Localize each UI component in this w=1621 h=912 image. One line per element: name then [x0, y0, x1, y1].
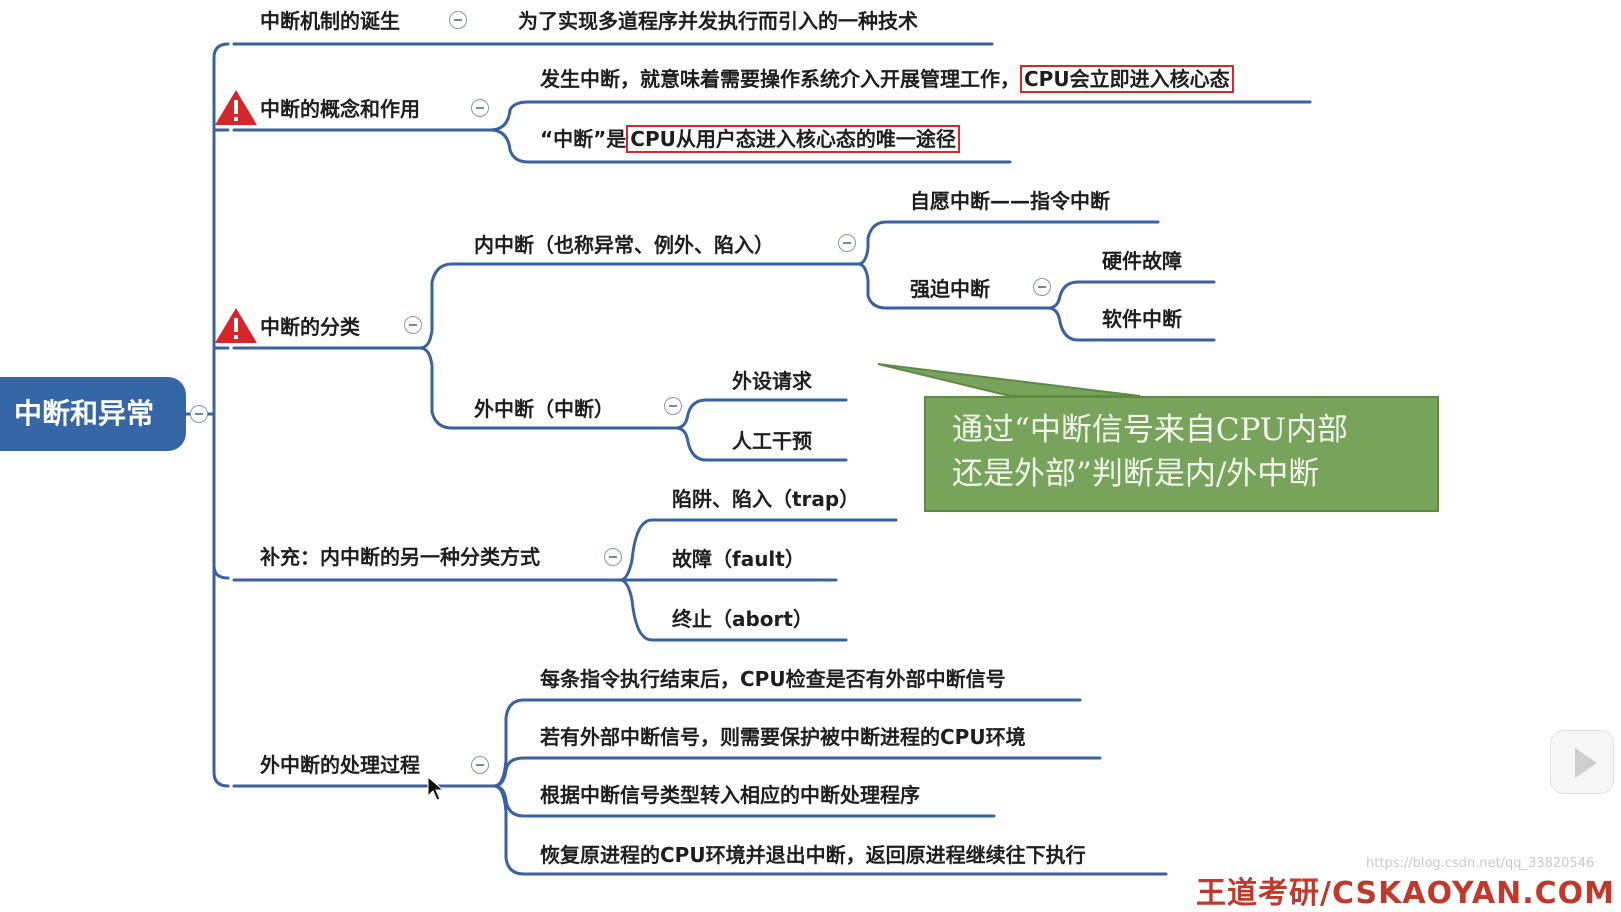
- connector-lines: [184, 42, 1312, 876]
- concept-item-2-highlight: CPU从用户态进入核心态的唯一途径: [626, 125, 960, 153]
- concept-collapse-icon[interactable]: [471, 99, 489, 117]
- external-collapse-icon[interactable]: [664, 397, 682, 415]
- trap-item[interactable]: 陷阱、陷入（trap）: [672, 487, 860, 511]
- mindmap-canvas: 中断和异常 中断机制的诞生 为了实现多道程序并发执行而引入的一种技术 中断的概念…: [0, 9, 1614, 911]
- internal-collapse-icon[interactable]: [838, 234, 856, 252]
- process-step-3[interactable]: 根据中断信号类型转入相应的中断处理程序: [540, 783, 920, 807]
- note-line-1: 通过“中断信号来自CPU内部: [952, 412, 1349, 448]
- internal-interrupt[interactable]: 内中断（也称异常、例外、陷入）: [474, 233, 774, 257]
- voluntary-interrupt[interactable]: 自愿中断——指令中断: [910, 189, 1110, 213]
- process-collapse-icon[interactable]: [471, 756, 489, 774]
- concept-item-1-text: 发生中断，就意味着需要操作系统介入开展管理工作，: [540, 67, 1020, 91]
- hardware-fault[interactable]: 硬件故障: [1102, 249, 1182, 273]
- concept-item-1[interactable]: 发生中断，就意味着需要操作系统介入开展管理工作，CPU会立即进入核心态: [540, 65, 1234, 93]
- mouse-cursor-icon: [427, 776, 445, 801]
- process-step-1[interactable]: 每条指令执行结束后，CPU检查是否有外部中断信号: [540, 667, 1006, 691]
- manual-intervention[interactable]: 人工干预: [732, 429, 812, 453]
- callout-pointer: [877, 363, 1141, 397]
- forced-collapse-icon[interactable]: [1033, 278, 1051, 296]
- play-icon[interactable]: [1550, 730, 1614, 794]
- concept-item-2-text: “中断”是: [540, 127, 627, 151]
- branch-concept[interactable]: 中断的概念和作用: [260, 97, 420, 121]
- software-interrupt[interactable]: 软件中断: [1102, 307, 1182, 331]
- brand-logo-text: 王道考研/CSKAOYAN.COM: [1196, 876, 1615, 911]
- peripheral-request[interactable]: 外设请求: [732, 369, 812, 393]
- warning-icon: [215, 90, 257, 125]
- forced-interrupt[interactable]: 强迫中断: [910, 277, 990, 301]
- concept-item-1-highlight: CPU会立即进入核心态: [1020, 65, 1234, 93]
- classification-collapse-icon[interactable]: [404, 316, 422, 334]
- watermark-url: https://blog.csdn.net/qq_33820546: [1366, 856, 1595, 871]
- supplement-collapse-icon[interactable]: [604, 548, 622, 566]
- process-step-4[interactable]: 恢复原进程的CPU环境并退出中断，返回原进程继续往下执行: [540, 843, 1086, 867]
- annotation-note: 通过“中断信号来自CPU内部 还是外部”判断是内/外中断: [924, 396, 1439, 512]
- note-line-2: 还是外部”判断是内/外中断: [952, 456, 1320, 492]
- root-node[interactable]: 中断和异常: [0, 377, 186, 451]
- branch-classification[interactable]: 中断的分类: [260, 315, 360, 339]
- external-interrupt[interactable]: 外中断（中断）: [474, 397, 614, 421]
- process-step-2[interactable]: 若有外部中断信号，则需要保护被中断进程的CPU环境: [540, 725, 1026, 749]
- abort-item[interactable]: 终止（abort）: [672, 607, 813, 631]
- fault-item[interactable]: 故障（fault）: [672, 547, 805, 571]
- root-collapse-icon[interactable]: [190, 405, 208, 423]
- branch-supplement[interactable]: 补充：内中断的另一种分类方式: [260, 545, 540, 569]
- branch-birth[interactable]: 中断机制的诞生: [260, 9, 400, 33]
- branch-process[interactable]: 外中断的处理过程: [260, 753, 420, 777]
- warning-icon: [215, 308, 257, 343]
- birth-collapse-icon[interactable]: [449, 11, 467, 29]
- birth-detail[interactable]: 为了实现多道程序并发执行而引入的一种技术: [518, 9, 918, 33]
